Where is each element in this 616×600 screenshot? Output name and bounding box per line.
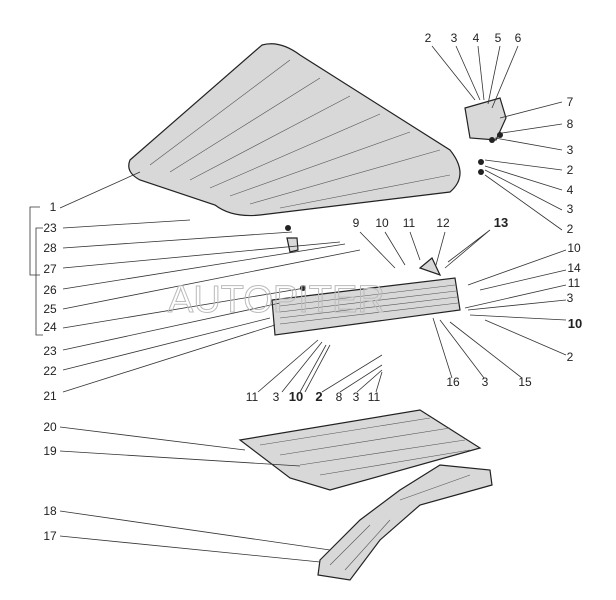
callout-label: 3 (567, 202, 574, 216)
callout-label: 23 (43, 344, 57, 358)
callout-label: 4 (567, 183, 574, 197)
callout-label: 3 (567, 143, 574, 157)
callout-label: 2 (567, 163, 574, 177)
callout-label: 9 (353, 216, 360, 230)
group-bracket-1 (29, 206, 40, 276)
callout-label: 11 (403, 216, 416, 230)
callout-label: 22 (43, 364, 57, 378)
callout-label: 13 (494, 215, 508, 230)
callout-label: 18 (43, 504, 57, 518)
callout-label: 2 (315, 389, 322, 404)
callout-label: 23 (43, 221, 57, 235)
hood-part (128, 43, 461, 217)
grille-part (271, 225, 461, 336)
callout-label: 19 (43, 444, 57, 458)
callout-label: 1 (50, 200, 57, 214)
callout-label: 8 (336, 390, 343, 404)
callout-label: 6 (515, 31, 522, 45)
callout-label: 17 (43, 529, 57, 543)
floor-panel-part (238, 409, 482, 491)
callout-label: 11 (368, 390, 381, 404)
callout-label: 10 (568, 316, 582, 331)
watermark: AUTOPITER (168, 279, 385, 321)
callout-label: 14 (567, 261, 581, 275)
callout-label: 4 (473, 31, 480, 45)
callout-label: 15 (518, 375, 532, 389)
rail-part (317, 464, 493, 581)
callout-label: 24 (43, 320, 57, 334)
callout-label: 12 (436, 216, 450, 230)
callout-label: 20 (43, 420, 57, 434)
callout-label: 10 (567, 241, 581, 255)
callout-label: 3 (273, 390, 280, 404)
callout-label: 2 (567, 350, 574, 364)
callout-label: 3 (451, 31, 458, 45)
callout-label: 2 (425, 31, 432, 45)
callout-label: 10 (289, 389, 303, 404)
callout-label: 16 (446, 375, 460, 389)
callout-label: 28 (43, 241, 57, 255)
bracket-part (464, 97, 507, 175)
callout-label: 10 (375, 216, 389, 230)
callout-label: 8 (567, 117, 574, 131)
callout-label: 5 (495, 31, 502, 45)
callout-label: 25 (43, 302, 57, 316)
callout-label: 3 (567, 291, 574, 305)
callout-labels: 2 3 4 5 6 7 8 3 2 4 3 2 1 23 28 27 26 25… (43, 31, 582, 543)
callout-label: 7 (567, 95, 574, 109)
callout-label: 11 (246, 390, 259, 404)
callout-label: 2 (567, 222, 574, 236)
leader-lines (59, 45, 567, 563)
group-bracket-23 (35, 227, 43, 336)
callout-label: 26 (43, 283, 57, 297)
callout-label: 11 (568, 276, 581, 290)
callout-label: 27 (43, 262, 57, 276)
callout-label: 3 (353, 390, 360, 404)
callout-label: 3 (482, 375, 489, 389)
callout-label: 21 (43, 389, 57, 403)
